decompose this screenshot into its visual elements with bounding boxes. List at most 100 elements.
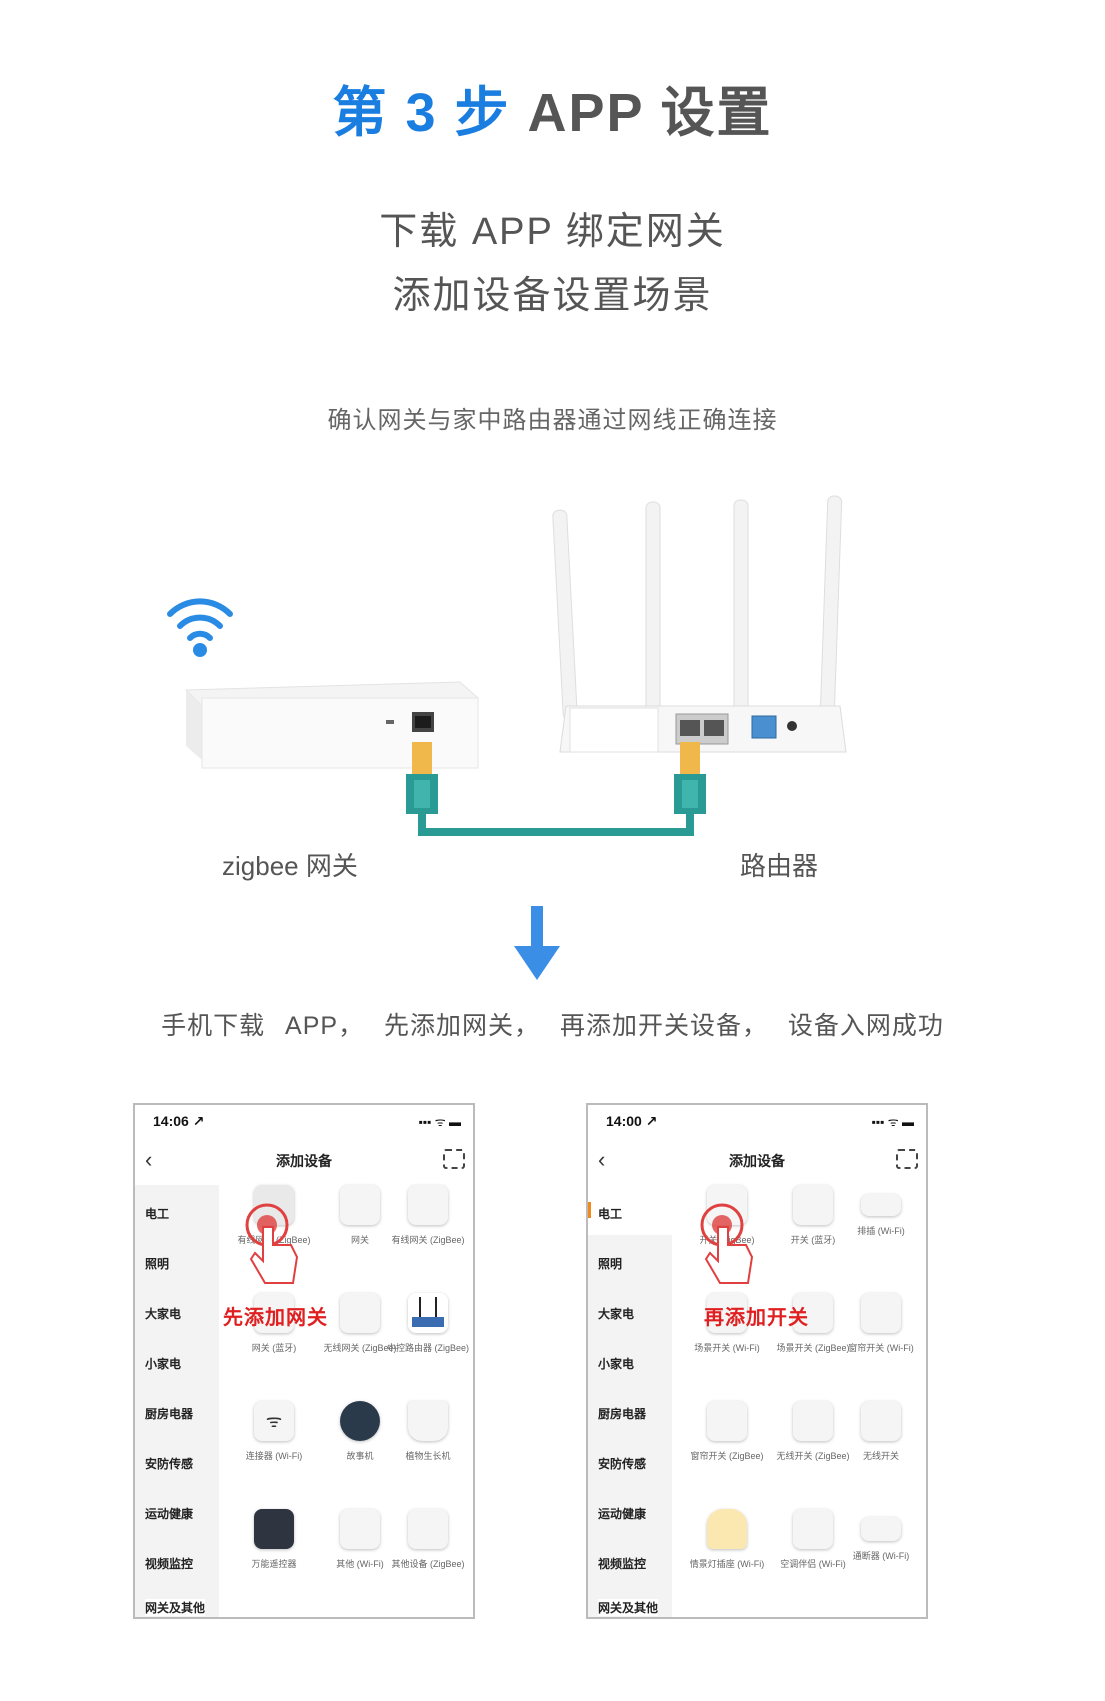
add-switch-promo: 再添加开关 (704, 1307, 809, 1329)
category-sidebar: 电工 照明 大家电 小家电 厨房电器 安防传感 运动健康 视频监控 网关及其他 (135, 1185, 219, 1617)
breaker-icon (861, 1517, 901, 1541)
sidebar-item-camera[interactable]: 视频监控 (598, 1557, 647, 1571)
nav-bar: ‹ 添加设备 (588, 1139, 926, 1181)
sidebar-item-kitchen[interactable]: 厨房电器 (145, 1407, 194, 1421)
gateway-device-icon (408, 1185, 448, 1225)
remote-control-icon (254, 1509, 294, 1549)
status-bar: 14:00 ↗ ▪▪▪ ᯤ ▬ (588, 1105, 926, 1137)
scan-icon[interactable] (896, 1149, 918, 1169)
device-tile[interactable]: 无线开关 (838, 1401, 924, 1462)
device-tile[interactable]: 有线网关 (ZigBee) (385, 1185, 471, 1246)
tap-hand-icon (700, 1203, 754, 1284)
back-chevron-icon[interactable]: ‹ (598, 1147, 606, 1172)
switch-icon (793, 1185, 833, 1225)
sidebar-item-security[interactable]: 安防传感 (145, 1457, 194, 1471)
gateway-device-icon (340, 1185, 380, 1225)
curtain-switch-icon (861, 1293, 901, 1333)
plant-grower-icon (408, 1401, 448, 1441)
sidebar-item-large-appliance[interactable]: 大家电 (145, 1307, 182, 1321)
connection-illustration (167, 495, 847, 836)
network-cable (406, 742, 706, 836)
scan-icon[interactable] (443, 1149, 465, 1169)
story-machine-icon (340, 1401, 380, 1441)
status-icons: ▪▪▪ ᯤ ▬ (871, 1115, 914, 1129)
status-icons: ▪▪▪ ᯤ ▬ (418, 1115, 461, 1129)
other-device-icon (408, 1509, 448, 1549)
phone-screen-switch: 14:00 ↗ ▪▪▪ ᯤ ▬ ‹ 添加设备 电工 照明 大家电 小家电 厨房电… (586, 1103, 928, 1619)
status-time: 14:06 ↗ (153, 1113, 205, 1129)
night-light-socket-icon (707, 1509, 747, 1549)
title-suffix: APP 设置 (527, 83, 773, 143)
wireless-switch-icon (793, 1401, 833, 1441)
device-tile[interactable]: 窗帘开关 (Wi-Fi) (838, 1293, 924, 1354)
title-prefix: 第 3 步 (332, 83, 511, 143)
router-device-icon (408, 1293, 448, 1333)
ac-companion-icon (793, 1509, 833, 1549)
add-gateway-promo: 先添加网关 (223, 1307, 328, 1329)
sidebar-item-electrician[interactable]: 电工 (145, 1207, 170, 1221)
device-tile[interactable]: 网关 (317, 1185, 403, 1246)
sidebar-item-lighting[interactable]: 照明 (598, 1257, 623, 1271)
subtitle-line1: 下载 APP 绑定网关 (379, 211, 726, 253)
device-tile[interactable]: 情景灯插座 (Wi-Fi) (684, 1509, 770, 1570)
wifi-icon (167, 598, 233, 657)
gateway-device-icon (254, 1293, 294, 1333)
router-device (552, 495, 847, 753)
sidebar-item-small-appliance[interactable]: 小家电 (598, 1357, 635, 1371)
gateway-label: zigbee 网关 (222, 851, 358, 881)
status-bar: 14:06 ↗ ▪▪▪ ᯤ ▬ (135, 1105, 473, 1137)
router-label: 路由器 (740, 851, 819, 881)
sidebar-item-small-appliance[interactable]: 小家电 (145, 1357, 182, 1371)
device-tile[interactable]: 其他设备 (ZigBee) (385, 1509, 471, 1570)
device-tile[interactable]: 网关 (蓝牙) (231, 1293, 317, 1354)
sidebar-item-electrician[interactable]: 电工 (598, 1207, 623, 1221)
sidebar-item-gateway-other[interactable]: 网关及其他 (598, 1599, 659, 1616)
device-tile[interactable]: 万能遥控器 (231, 1509, 317, 1570)
nav-bar: ‹ 添加设备 (135, 1139, 473, 1181)
sidebar-active-bg (588, 1185, 672, 1235)
steps-caption: 手机下载 APP， 先添加网关， 再添加开关设备， 设备入网成功 (161, 1012, 944, 1040)
sidebar-active-indicator (588, 1202, 591, 1218)
device-tile[interactable]: 通断器 (Wi-Fi) (838, 1509, 924, 1562)
tap-hand-icon (245, 1203, 299, 1284)
sidebar-item-security[interactable]: 安防传感 (598, 1457, 647, 1471)
gateway-device-icon (340, 1293, 380, 1333)
sidebar-item-gateway-other[interactable]: 网关及其他 (145, 1599, 206, 1616)
wireless-switch-icon (861, 1401, 901, 1441)
other-device-icon (340, 1509, 380, 1549)
sidebar-item-lighting[interactable]: 照明 (145, 1257, 170, 1271)
device-tile[interactable]: 场景开关 (Wi-Fi) (684, 1293, 770, 1354)
connection-note: 确认网关与家中路由器通过网线正确连接 (327, 407, 778, 434)
device-tile[interactable]: 空调伴侣 (Wi-Fi) (770, 1509, 856, 1570)
device-tile[interactable]: 故事机 (317, 1401, 403, 1462)
nav-title: 添加设备 (729, 1153, 785, 1169)
sidebar-item-health[interactable]: 运动健康 (598, 1507, 647, 1521)
sidebar-item-large-appliance[interactable]: 大家电 (598, 1307, 635, 1321)
gateway-device (184, 681, 480, 769)
back-chevron-icon[interactable]: ‹ (145, 1147, 153, 1172)
device-tile[interactable]: 开关 (蓝牙) (770, 1185, 856, 1246)
subtitle-line2: 添加设备设置场景 (392, 275, 713, 317)
device-tile[interactable]: 中控路由器 (ZigBee) (385, 1293, 471, 1354)
phone-screen-gateway: 14:06 ↗ ▪▪▪ ᯤ ▬ ‹ 添加设备 电工 照明 大家电 小家电 厨房电… (133, 1103, 475, 1619)
category-sidebar: 电工 照明 大家电 小家电 厨房电器 安防传感 运动健康 视频监控 网关及其他 (588, 1185, 672, 1617)
status-time: 14:00 ↗ (606, 1113, 658, 1129)
device-tile[interactable]: 无线网关 (ZigBee) (317, 1293, 403, 1354)
nav-title: 添加设备 (276, 1153, 332, 1169)
device-tile[interactable]: 场景开关 (ZigBee) (770, 1293, 856, 1354)
device-tile[interactable]: 窗帘开关 (ZigBee) (684, 1401, 770, 1462)
device-tile[interactable]: 排插 (Wi-Fi) (838, 1185, 924, 1237)
sidebar-item-health[interactable]: 运动健康 (145, 1507, 194, 1521)
device-tile[interactable]: 其他 (Wi-Fi) (317, 1509, 403, 1570)
power-strip-icon (861, 1194, 901, 1216)
wifi-connector-icon: ᯤ (254, 1401, 294, 1441)
curtain-switch-icon (707, 1401, 747, 1441)
sidebar-item-kitchen[interactable]: 厨房电器 (598, 1407, 647, 1421)
scene-switch-icon (793, 1293, 833, 1333)
sidebar-item-camera[interactable]: 视频监控 (145, 1557, 194, 1571)
scene-switch-icon (707, 1293, 747, 1333)
down-arrow-icon (514, 906, 560, 980)
device-tile[interactable]: 无线开关 (ZigBee) (770, 1401, 856, 1462)
device-tile[interactable]: 植物生长机 (385, 1401, 471, 1462)
